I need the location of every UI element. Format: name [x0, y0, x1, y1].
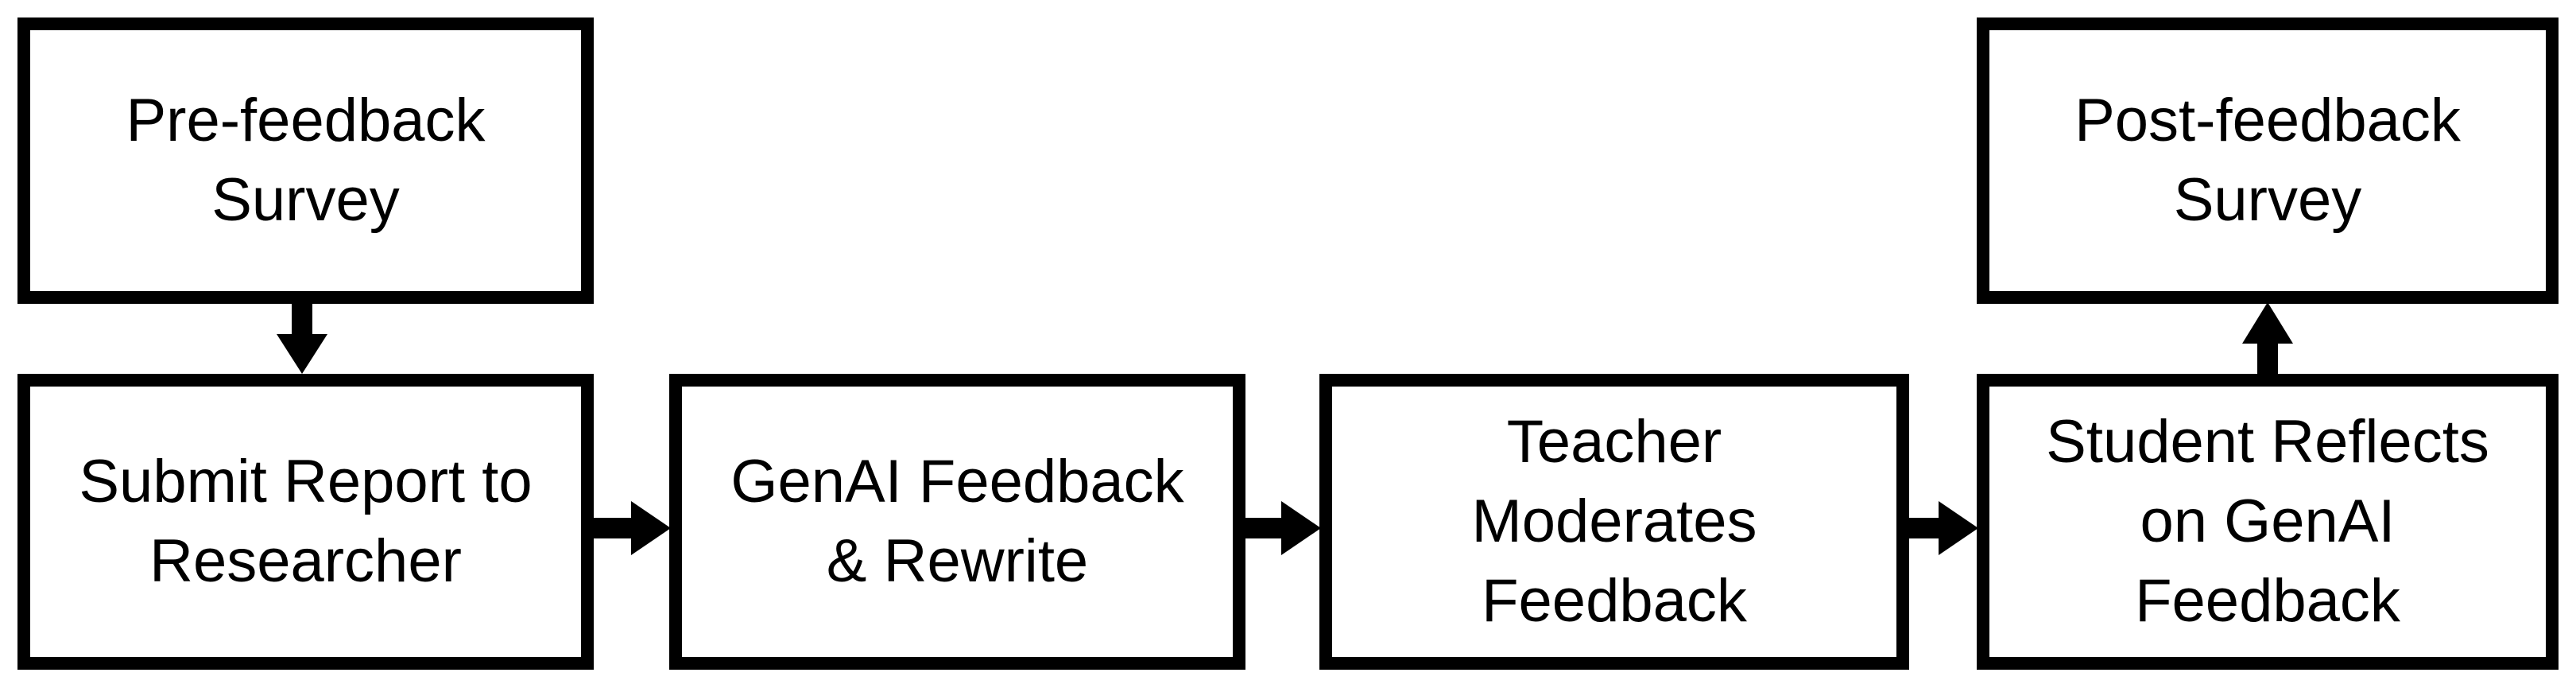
arrow-down-icon [277, 302, 327, 374]
post-feedback-survey-label: Post-feedback Survey [2074, 86, 2461, 234]
student-reflects-label: Student Reflects on GenAI Feedback [2046, 407, 2489, 636]
teacher-moderates-box: Teacher Moderates Feedback [1319, 374, 1909, 670]
arrow-right-icon [1908, 501, 1978, 555]
arrow-up-icon [2242, 302, 2293, 375]
pre-feedback-survey-label: Pre-feedback Survey [126, 86, 486, 234]
student-reflects-box: Student Reflects on GenAI Feedback [1977, 374, 2559, 670]
teacher-moderates-label: Teacher Moderates Feedback [1471, 407, 1757, 636]
genai-feedback-label: GenAI Feedback & Rewrite [730, 447, 1184, 595]
submit-report-label: Submit Report to Researcher [79, 447, 533, 595]
genai-feedback-box: GenAI Feedback & Rewrite [669, 374, 1245, 670]
submit-report-box: Submit Report to Researcher [17, 374, 594, 670]
post-feedback-survey-box: Post-feedback Survey [1977, 17, 2559, 304]
arrow-right-icon [1244, 501, 1321, 555]
pre-feedback-survey-box: Pre-feedback Survey [17, 17, 594, 304]
arrow-right-icon [592, 501, 671, 555]
